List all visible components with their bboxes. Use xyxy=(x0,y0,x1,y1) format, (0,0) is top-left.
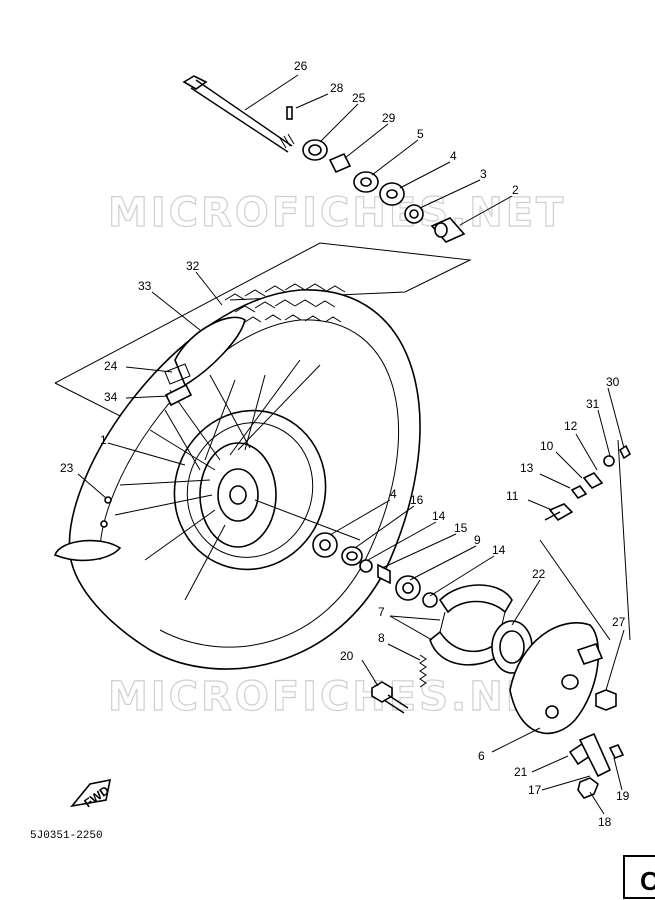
callout-32: 32 xyxy=(186,259,200,273)
callout-29: 29 xyxy=(382,111,396,125)
callout-17: 17 xyxy=(528,783,542,797)
callout-14-b: 14 xyxy=(492,543,506,557)
callout-16: 16 xyxy=(410,493,424,507)
callout-8: 8 xyxy=(378,631,385,645)
watermark-top: MICROFICHES.NET xyxy=(108,190,566,236)
callout-labels: 26 28 25 29 5 4 3 2 32 33 24 34 1 23 30 … xyxy=(60,59,630,829)
hub-parts xyxy=(312,532,438,608)
leader-lines xyxy=(77,74,625,815)
callout-2: 2 xyxy=(512,183,519,197)
callout-9: 9 xyxy=(474,533,481,547)
callout-12: 12 xyxy=(564,419,578,433)
callout-7: 7 xyxy=(378,605,385,619)
axle-assembly xyxy=(182,75,466,243)
callout-27: 27 xyxy=(612,615,626,629)
callout-33: 33 xyxy=(138,279,152,293)
callout-28: 28 xyxy=(330,81,344,95)
watermark-bottom: MICROFICHES.NET xyxy=(108,674,566,720)
callout-34: 34 xyxy=(104,390,118,404)
callout-15: 15 xyxy=(454,521,468,535)
callout-26: 26 xyxy=(294,59,308,73)
corner-badge-letter: C xyxy=(640,866,655,896)
callout-24: 24 xyxy=(104,359,118,373)
fwd-arrow-icon: FWD xyxy=(70,778,112,810)
callout-6: 6 xyxy=(478,749,485,763)
callout-10: 10 xyxy=(540,439,554,453)
rim-and-hub xyxy=(100,316,327,601)
callout-3: 3 xyxy=(480,167,487,181)
speedo-drive xyxy=(544,444,632,522)
diagram-code: 5J0351-2250 xyxy=(30,830,103,842)
callout-30: 30 xyxy=(606,375,620,389)
callout-1: 1 xyxy=(100,433,107,447)
callout-20: 20 xyxy=(340,649,354,663)
brake-panel xyxy=(371,439,631,799)
corner-badge: C xyxy=(623,855,655,899)
callout-23: 23 xyxy=(60,461,74,475)
callout-19: 19 xyxy=(616,789,630,803)
callout-5: 5 xyxy=(417,127,424,141)
callout-25: 25 xyxy=(352,91,366,105)
callout-22: 22 xyxy=(532,567,546,581)
callout-31: 31 xyxy=(586,397,600,411)
callout-4-hub: 4 xyxy=(390,487,397,501)
callout-21: 21 xyxy=(514,765,528,779)
leader-bracket xyxy=(54,242,472,384)
callout-11: 11 xyxy=(506,489,519,503)
callout-14-a: 14 xyxy=(432,509,446,523)
callout-13: 13 xyxy=(520,461,534,475)
callout-4-top: 4 xyxy=(450,149,457,163)
callout-18: 18 xyxy=(598,815,612,829)
